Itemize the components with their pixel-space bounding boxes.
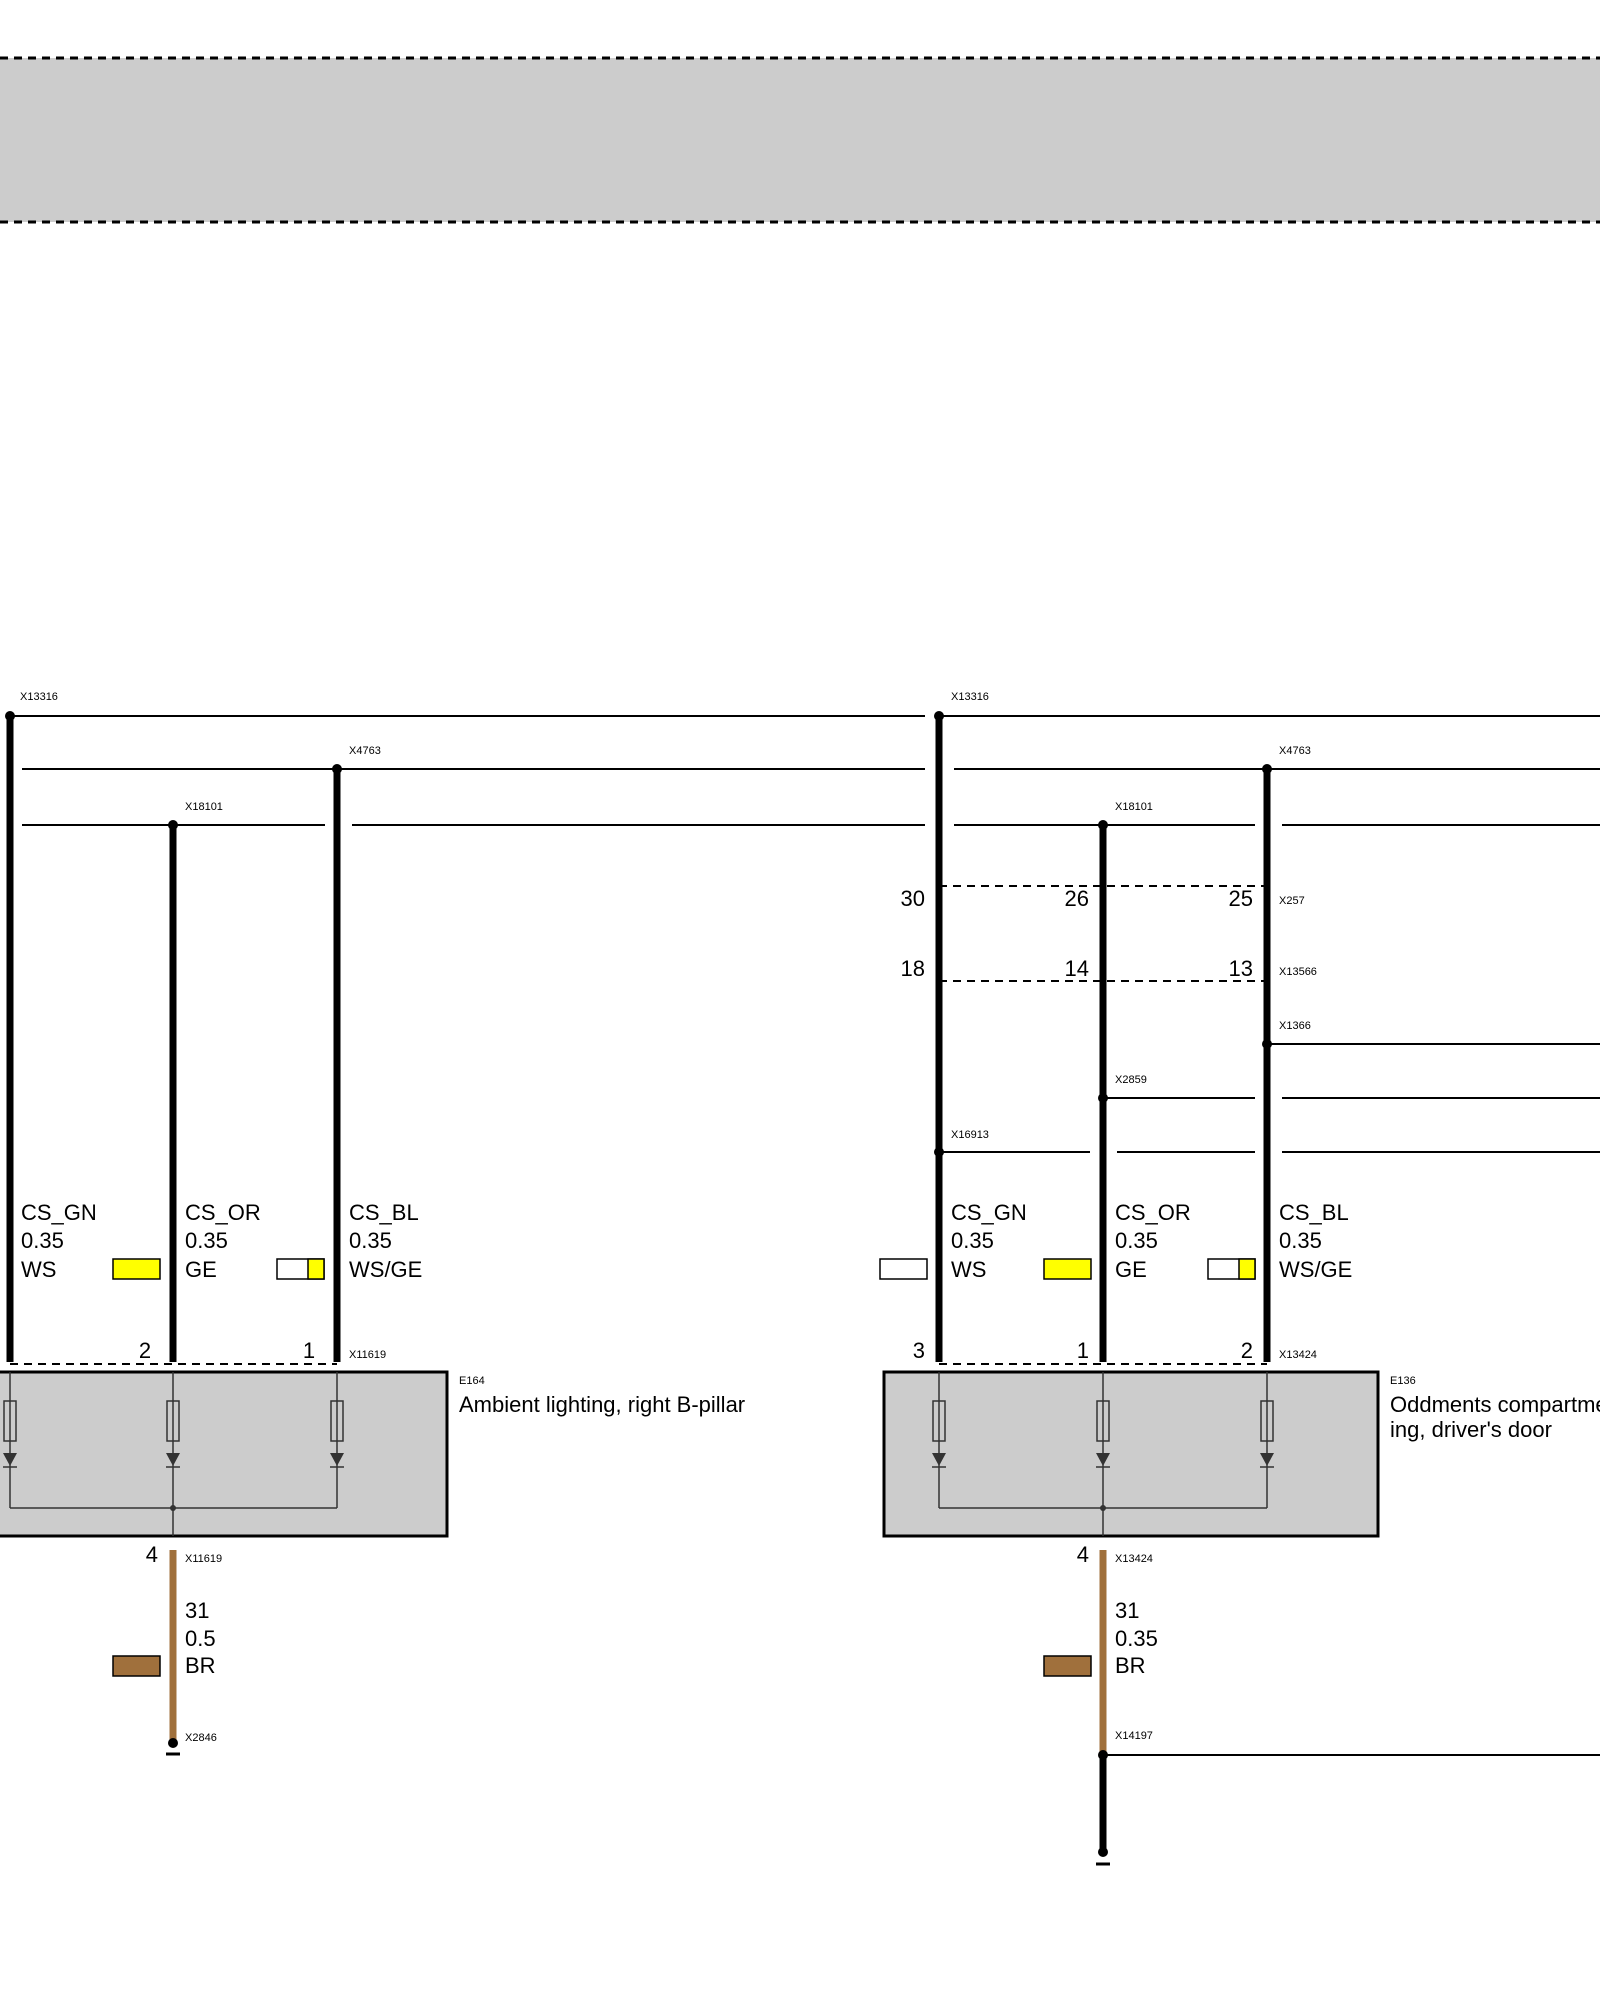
left-component-box (0, 1370, 449, 1538)
right-ground-swatch (1043, 1655, 1092, 1677)
right-branch-bl-label: X1366 (1279, 1020, 1311, 1032)
right-ground-color: BR (1115, 1653, 1146, 1678)
right-connector-label: X13424 (1279, 1349, 1317, 1361)
right-or-color: GE (1115, 1257, 1147, 1282)
left-component-id: E164 (459, 1375, 485, 1387)
right-ground-point-dot (1098, 1847, 1108, 1857)
left-connector-label: X11619 (349, 1349, 386, 1361)
right-branch-or-label: X2859 (1115, 1074, 1147, 1086)
right-ground-pin: 4 (1077, 1542, 1089, 1567)
right-ground-size: 0.35 (1115, 1626, 1158, 1651)
right-connector-b-pin-1: 18 (901, 956, 925, 981)
left-or-signal: CS_OR (185, 1200, 261, 1225)
right-connector-a-label: X257 (1279, 895, 1305, 907)
left-splice-low-label: X18101 (185, 801, 223, 813)
right-splice-mid-label: X4763 (1279, 745, 1311, 757)
left-ground-point-label: X2846 (185, 1732, 217, 1744)
right-gn-size: 0.35 (951, 1228, 994, 1253)
left-ground-swatch (112, 1655, 161, 1677)
right-bl-signal: CS_BL (1279, 1200, 1349, 1225)
right-gn-swatch (879, 1258, 928, 1280)
right-splice-low-label: X18101 (1115, 801, 1153, 813)
header-band (0, 58, 1600, 222)
left-or-size: 0.35 (185, 1228, 228, 1253)
right-connector-b-label: X13566 (1279, 966, 1317, 978)
right-connector-a-pin-1: 30 (901, 886, 925, 911)
left-or-pin: 2 (139, 1338, 151, 1363)
left-or-swatch (112, 1258, 161, 1280)
right-bl-size: 0.35 (1279, 1228, 1322, 1253)
right-gn-color: WS (951, 1257, 986, 1282)
left-component-name: Ambient lighting, right B-pillar (459, 1392, 745, 1417)
right-component-name-line1: Oddments compartme (1390, 1392, 1600, 1417)
right-led-circuits (932, 1372, 1274, 1536)
left-gn-signal: CS_GN (21, 1200, 97, 1225)
left-circuit: X13316 X4763 X18101 CS_GN 0.35 WS CS_OR … (0, 691, 925, 1756)
right-ground-connector-label: X13424 (1115, 1553, 1153, 1565)
right-bl-color: WS/GE (1279, 1257, 1352, 1282)
left-splice-mid-label: X4763 (349, 745, 381, 757)
left-bl-color: WS/GE (349, 1257, 422, 1282)
right-or-size: 0.35 (1115, 1228, 1158, 1253)
left-bl-pin: 1 (303, 1338, 315, 1363)
left-bl-swatch-stripe (307, 1258, 325, 1280)
right-connector-a-pin-3: 25 (1229, 886, 1253, 911)
right-branch-gn-label: X16913 (951, 1129, 989, 1141)
left-bl-size: 0.35 (349, 1228, 392, 1253)
left-ground-color: BR (185, 1653, 216, 1678)
left-ground-point-dot (168, 1738, 178, 1748)
right-or-pin: 1 (1077, 1338, 1089, 1363)
right-connector-b-pin-2: 14 (1065, 956, 1089, 981)
left-ground-connector-label: X11619 (185, 1553, 222, 1565)
right-or-signal: CS_OR (1115, 1200, 1191, 1225)
right-connector-a-pin-2: 26 (1065, 886, 1089, 911)
right-connector-b-pin-3: 13 (1229, 956, 1253, 981)
right-or-swatch (1043, 1258, 1092, 1280)
left-ground-size: 0.5 (185, 1626, 216, 1651)
left-or-color: GE (185, 1257, 217, 1282)
left-gn-color: WS (21, 1257, 56, 1282)
right-ground-splice-label: X14197 (1115, 1730, 1153, 1742)
right-bl-swatch-stripe (1238, 1258, 1256, 1280)
right-component-box (882, 1370, 1380, 1538)
right-bl-pin: 2 (1241, 1338, 1253, 1363)
left-led-circuits (3, 1372, 344, 1536)
left-gn-size: 0.35 (21, 1228, 64, 1253)
right-ground-signal: 31 (1115, 1598, 1139, 1623)
right-gn-signal: CS_GN (951, 1200, 1027, 1225)
left-bl-signal: CS_BL (349, 1200, 419, 1225)
right-component-id: E136 (1390, 1375, 1416, 1387)
left-ground-pin: 4 (146, 1542, 158, 1567)
left-ground-signal: 31 (185, 1598, 209, 1623)
right-component-name-line2: ing, driver's door (1390, 1417, 1552, 1442)
right-splice-top-label: X13316 (951, 691, 989, 703)
right-gn-pin: 3 (913, 1338, 925, 1363)
left-splice-top-label: X13316 (20, 691, 58, 703)
right-circuit: X13316 X4763 X18101 30 26 25 X257 18 14 … (879, 691, 1600, 1866)
